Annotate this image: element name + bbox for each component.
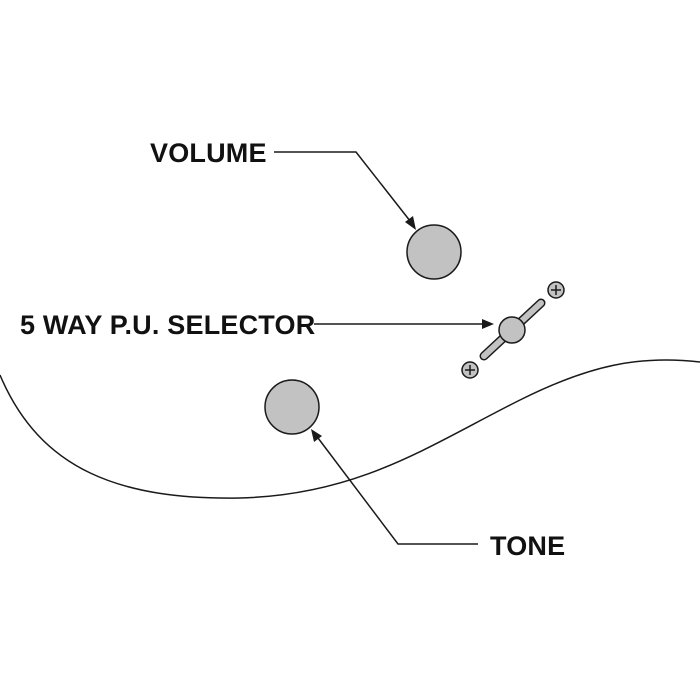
selector-screw-bottom-icon <box>461 361 479 379</box>
pickup-selector-switch <box>479 298 546 361</box>
volume-leader-line <box>274 151 415 227</box>
selector-arrowhead <box>482 319 494 329</box>
tone-leader-line <box>314 433 478 545</box>
tone-label: TONE <box>490 531 565 561</box>
selector-screw-top-icon <box>547 281 565 299</box>
volume-arrowhead <box>405 216 416 230</box>
body-outline-curve <box>0 359 700 499</box>
selector-tip <box>498 316 526 344</box>
selector-label: 5 WAY P.U. SELECTOR <box>20 310 315 340</box>
volume-knob <box>406 224 462 280</box>
volume-label: VOLUME <box>150 138 267 168</box>
tone-arrowhead <box>311 429 322 442</box>
tone-knob <box>264 379 320 435</box>
